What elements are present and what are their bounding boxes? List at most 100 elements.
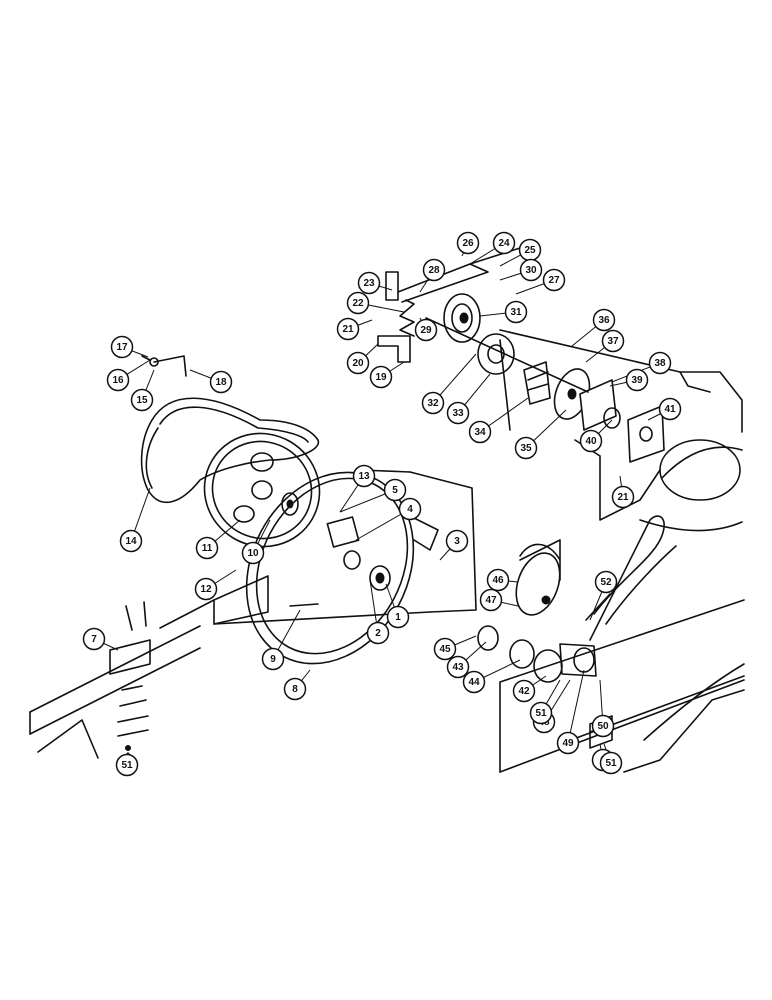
part-callout-51: 51: [529, 701, 553, 725]
callout-number: 51: [605, 758, 617, 769]
callout-circle: [529, 701, 553, 725]
part-callout-43: 43: [446, 655, 470, 679]
callout-circle: [194, 577, 218, 601]
callout-circle: [130, 388, 154, 412]
callout-circle: [592, 308, 616, 332]
callout-number: 16: [112, 375, 124, 386]
v-belt-part: [140, 397, 320, 504]
callout-circle: [357, 271, 381, 295]
part-callout-36: 36: [592, 308, 616, 332]
callout-number: 49: [562, 738, 574, 749]
callout-number: 43: [452, 662, 464, 673]
callout-number: 15: [136, 395, 148, 406]
callout-circle: [195, 536, 219, 560]
callout-number: 9: [270, 654, 276, 665]
callout-number: 22: [352, 298, 364, 309]
callout-circle: [611, 485, 635, 509]
callout-number: 21: [617, 492, 629, 503]
callout-number: 51: [535, 708, 547, 719]
callout-number: 3: [454, 536, 460, 547]
part-callout-30: 30: [519, 258, 543, 282]
callout-circle: [369, 365, 393, 389]
callout-circle: [658, 397, 682, 421]
callout-number: 50: [597, 721, 609, 732]
callout-circle: [346, 291, 370, 315]
leader-line: [567, 669, 585, 744]
callout-circle: [261, 647, 285, 671]
part-callout-25: 25: [518, 238, 542, 262]
callout-number: 14: [125, 536, 137, 547]
callout-circle: [241, 541, 265, 565]
part-callout-28: 28: [422, 258, 446, 282]
callout-circle: [346, 351, 370, 375]
callout-circle: [519, 258, 543, 282]
part-callout-21: 21: [611, 485, 635, 509]
part-callout-26: 26: [456, 231, 480, 255]
callout-number: 38: [654, 358, 666, 369]
callout-circle: [433, 637, 457, 661]
callout-circle: [492, 231, 516, 255]
callout-number: 27: [548, 275, 560, 286]
idler-bracket-assembly: [377, 247, 665, 463]
part-callout-39: 39: [625, 368, 649, 392]
part-callout-21: 21: [336, 317, 360, 341]
callout-number: 51: [121, 760, 133, 771]
link-bracket-parts: [141, 355, 187, 377]
callout-number: 33: [452, 408, 464, 419]
callout-number: 42: [518, 686, 530, 697]
callout-number: 31: [510, 307, 522, 318]
part-callout-16: 16: [106, 368, 130, 392]
callout-number: 37: [607, 336, 619, 347]
ring-pulley-part: [245, 471, 439, 665]
callout-circle: [512, 679, 536, 703]
callout-circle: [414, 318, 438, 342]
part-callout-51: 51: [115, 753, 139, 777]
callout-circle: [283, 677, 307, 701]
part-callout-8: 8: [283, 677, 307, 701]
part-callout-13: 13: [352, 464, 376, 488]
callout-number: 44: [468, 677, 480, 688]
callout-circle: [591, 714, 615, 738]
part-callout-32: 32: [421, 391, 445, 415]
callout-circle: [599, 751, 623, 775]
part-callout-10: 10: [241, 541, 265, 565]
part-callout-2: 2: [366, 621, 390, 645]
part-callout-11: 11: [195, 536, 219, 560]
callout-number: 8: [292, 684, 298, 695]
callout-number: 1: [395, 612, 401, 623]
part-callout-52: 52: [594, 570, 618, 594]
part-callout-7: 7: [82, 627, 106, 651]
callout-circle: [479, 588, 503, 612]
callout-number: 23: [363, 278, 375, 289]
callout-number: 2: [375, 628, 381, 639]
callout-circle: [648, 351, 672, 375]
callout-number: 12: [200, 584, 212, 595]
callout-number: 47: [485, 595, 497, 606]
part-callout-37: 37: [601, 329, 625, 353]
part-callout-5: 5: [383, 478, 407, 502]
callout-number: 7: [91, 634, 97, 645]
callout-number: 46: [492, 575, 504, 586]
part-callout-41: 41: [658, 397, 682, 421]
callout-circle: [82, 627, 106, 651]
part-callout-42: 42: [512, 679, 536, 703]
callout-number: 24: [498, 238, 510, 249]
part-callout-35: 35: [514, 436, 538, 460]
callout-number: 35: [520, 443, 532, 454]
callout-circle: [421, 391, 445, 415]
part-callout-33: 33: [446, 401, 470, 425]
callout-number: 17: [116, 342, 128, 353]
part-callout-45: 45: [433, 637, 457, 661]
part-callout-50: 50: [591, 714, 615, 738]
leader-lines: [93, 242, 671, 766]
clutch-assembly: [477, 515, 677, 749]
part-callout-18: 18: [209, 370, 233, 394]
callout-circle: [625, 368, 649, 392]
callout-circle: [366, 621, 390, 645]
part-callout-40: 40: [579, 429, 603, 453]
callout-circle: [445, 529, 469, 553]
callout-number: 41: [664, 404, 676, 415]
part-callout-27: 27: [542, 268, 566, 292]
part-callout-38: 38: [648, 351, 672, 375]
